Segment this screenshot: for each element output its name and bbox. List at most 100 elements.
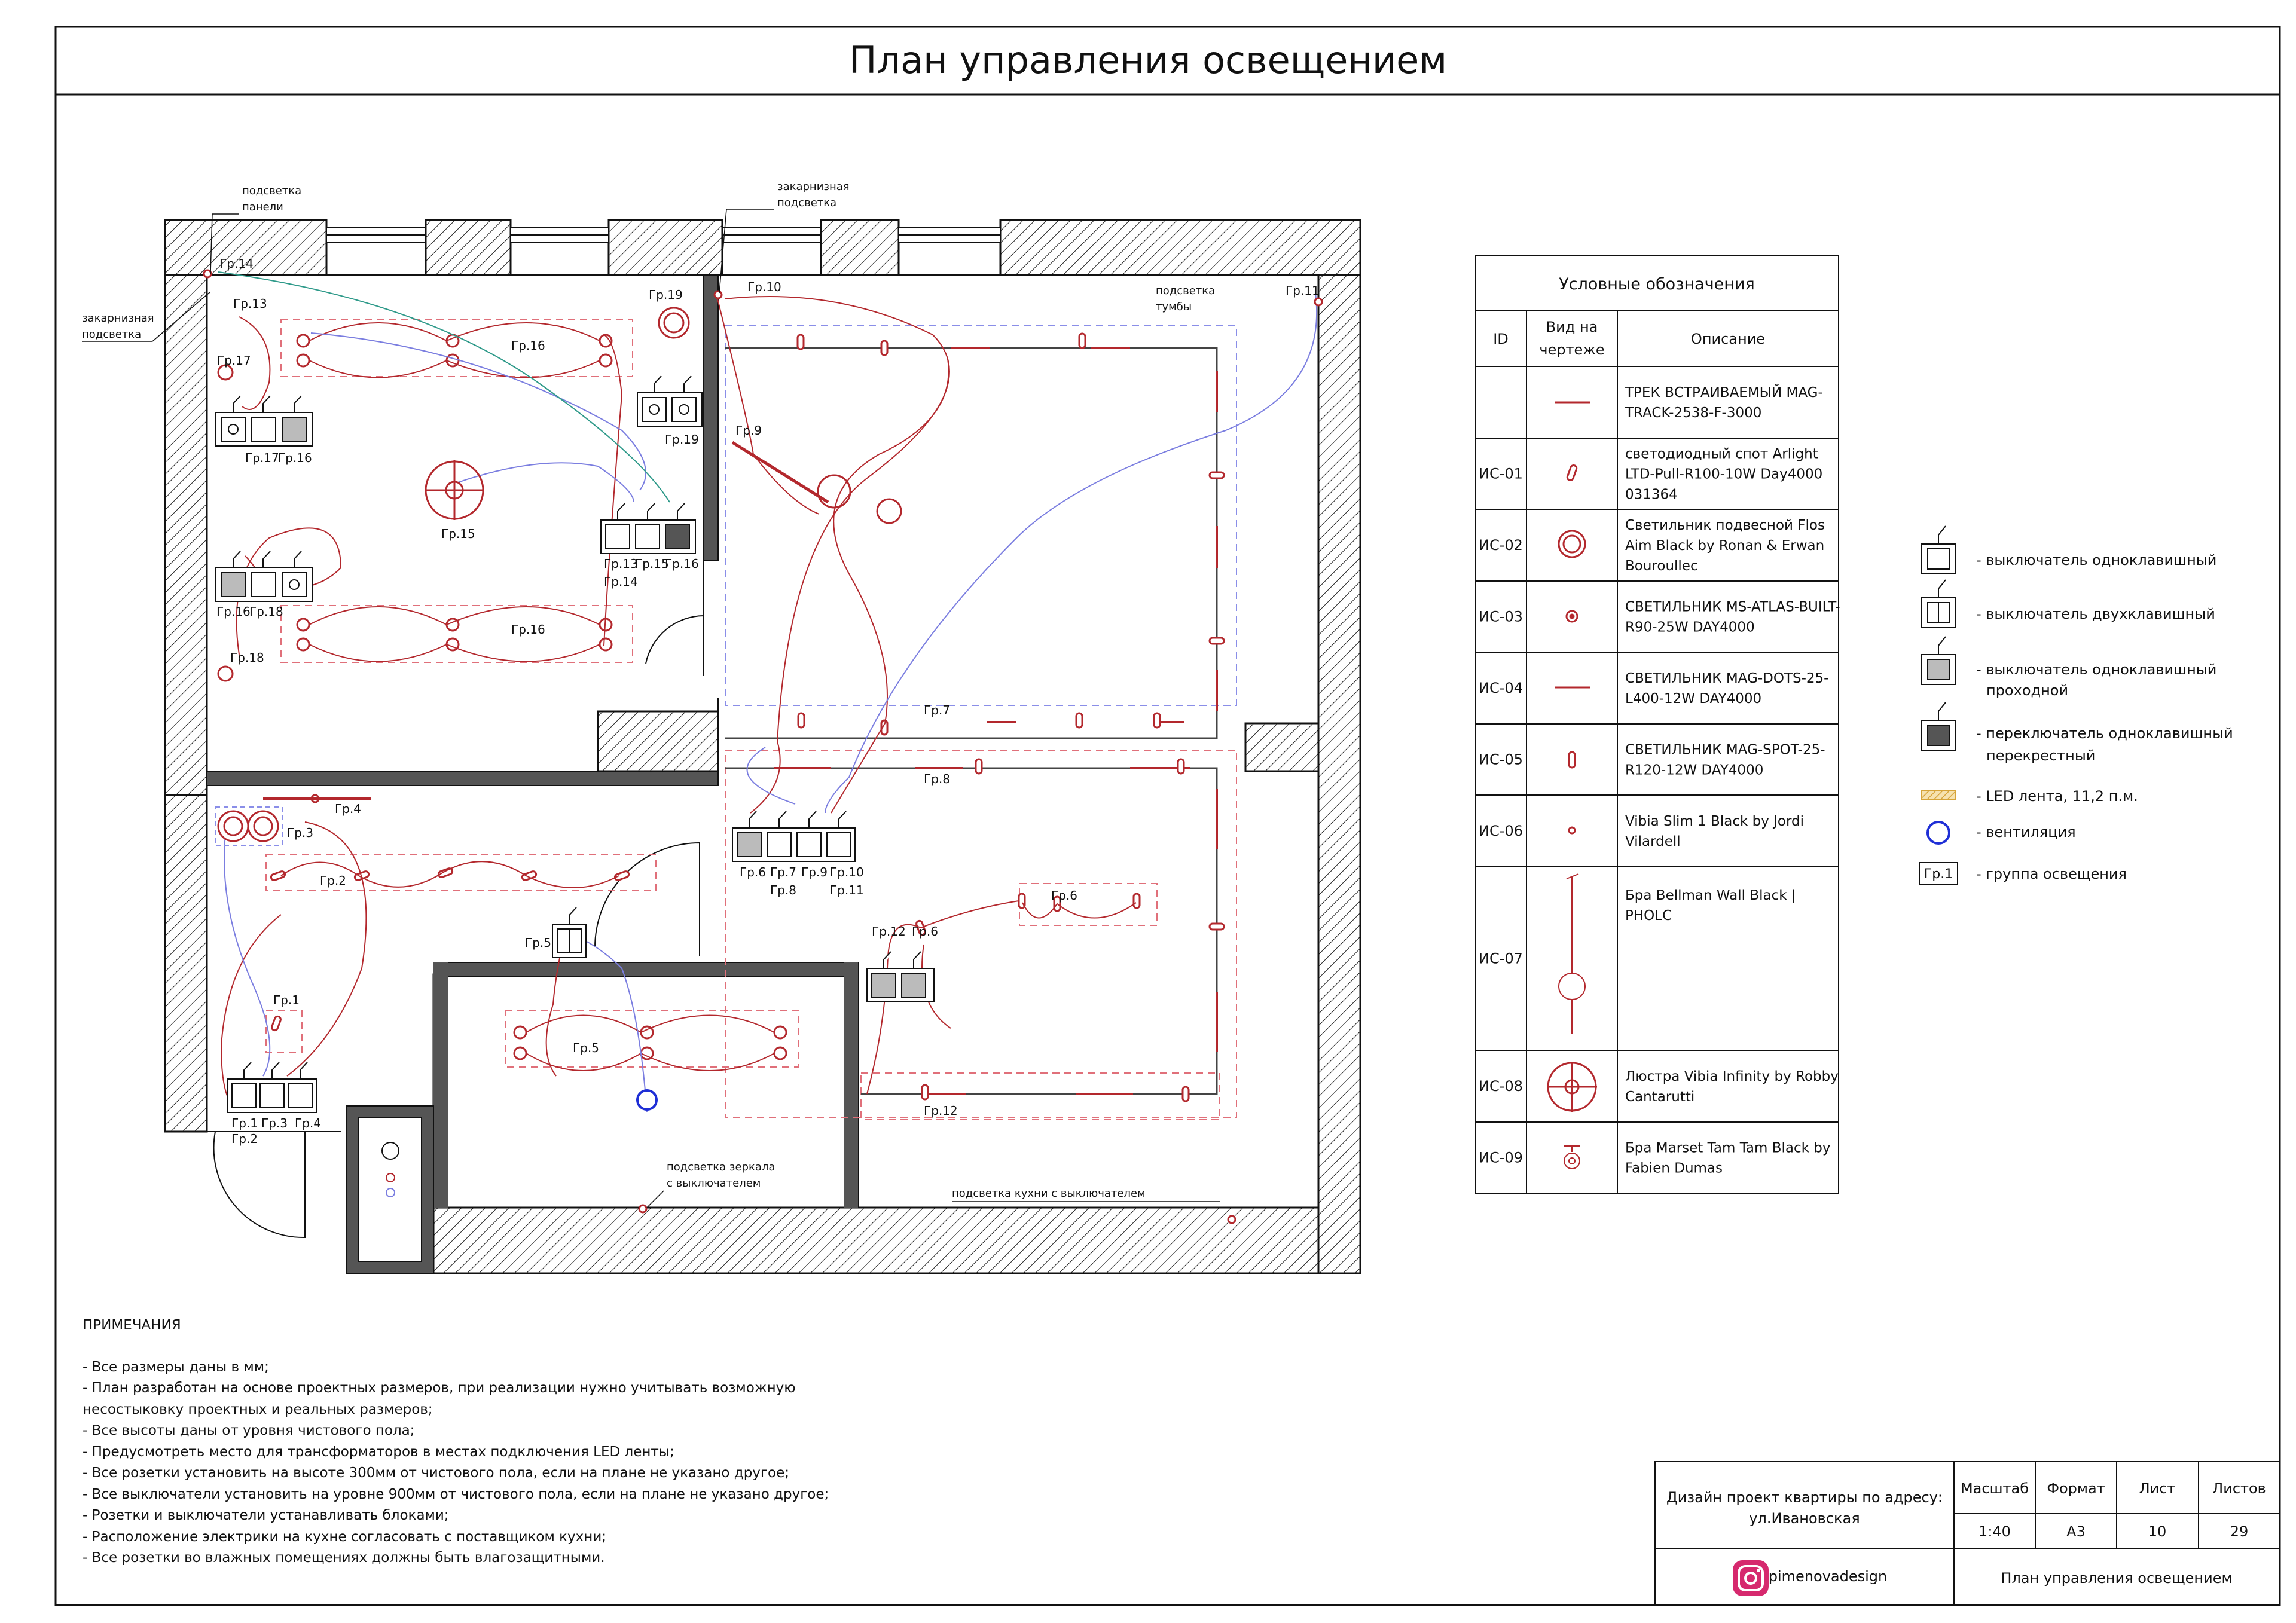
legend-col-id: ID: [1493, 331, 1509, 347]
wall-lower-left: [164, 794, 208, 1133]
legend-row-desc: СВЕТИЛЬНИК MS-ATLAS-BUILT-: [1625, 600, 1840, 615]
switch-block-bath[interactable]: [552, 924, 587, 958]
wall-bottom: [432, 1206, 1361, 1274]
callout-cornice-left-line-2: [152, 291, 211, 342]
callouts: подсветка панели закарнизная подсветка з…: [82, 181, 1220, 1208]
wall-right: [1317, 219, 1361, 1274]
legend-col-view-2: чертеже: [1539, 341, 1604, 358]
partition-bath-right: [844, 962, 858, 1208]
stamp-instagram: @pimenovadesign: [1754, 1568, 1887, 1585]
stamp-text: Дизайн проект квартиры по адресу: ул.Ива…: [1666, 1480, 2266, 1587]
label-g1: Гр.1: [273, 993, 300, 1007]
label-g5: Гр.5: [525, 936, 551, 950]
label-g1-b: Гр.1: [231, 1116, 258, 1130]
note-line: - Розетки и выключатели устанавливать бл…: [83, 1508, 449, 1523]
label-g4-b: Гр.4: [295, 1116, 321, 1130]
label-g14-b: Гр.14: [604, 574, 638, 589]
legend-row-id: ИС-03: [1479, 609, 1523, 625]
symbol-switch-pass: [1921, 636, 1956, 685]
switch-block-bedroom-mid[interactable]: [215, 567, 313, 602]
label-g17-b: Гр.17: [245, 451, 279, 465]
label-g16: Гр.16: [511, 338, 545, 353]
shaft-dot-blue: [386, 1188, 395, 1197]
wall-top-3: [607, 219, 723, 276]
stamp-header-format: Формат: [2047, 1480, 2105, 1497]
notes-heading: ПРИМЕЧАНИЯ: [83, 1318, 181, 1333]
switch-block-living[interactable]: [732, 827, 856, 862]
switch-block-bed-right[interactable]: [637, 392, 703, 427]
door-bedroom: [645, 561, 704, 676]
symbol-text-5: - LED лента, 11,2 п.м.: [1976, 788, 2138, 805]
label-g11: Гр.11: [1286, 283, 1320, 298]
stamp-value-sheet: 10: [2148, 1523, 2167, 1540]
legend-row-desc: СВЕТИЛЬНИК MAG-DOTS-25-: [1625, 671, 1828, 686]
legend-row-desc: Fabien Dumas: [1625, 1161, 1723, 1176]
label-g14: Гр.14: [219, 256, 254, 271]
stamp-header-scale: Масштаб: [1961, 1480, 2029, 1497]
symbol-text-4a: - переключатель одноклавишный: [1976, 725, 2233, 742]
partition-bedroom-right: [703, 274, 719, 561]
partition-bath-left: [433, 962, 448, 1208]
switch-block-bed-door[interactable]: [600, 519, 696, 554]
legend-row-id: ИС-09: [1479, 1150, 1523, 1166]
legend-icon-tamtam: [1564, 1145, 1580, 1169]
symbol-text-2: - выключатель двухклавишный: [1976, 606, 2215, 622]
note-line: - Все высоты даны от уровня чистового по…: [83, 1423, 415, 1438]
legend-table-text: Условные обозначения ID Вид на чертеже О…: [1493, 275, 1765, 358]
partition-closet: [597, 710, 719, 772]
chandelier: [425, 460, 484, 520]
label-g13-b: Гр.13: [604, 557, 638, 571]
label-g13: Гр.13: [233, 297, 267, 311]
stamp-header-sheet: Лист: [2139, 1480, 2176, 1497]
symbol-switch-cross: [1921, 702, 1956, 751]
label-g2-b: Гр.2: [231, 1132, 258, 1146]
legend-col-view-1: Вид на: [1546, 319, 1598, 335]
legend-row-desc: PHOLC: [1625, 908, 1672, 924]
label-g6-c: Гр.6: [912, 924, 938, 939]
callout-panel-1: подсветка: [242, 185, 301, 197]
label-g7-b: Гр.7: [770, 865, 796, 879]
callout-cornice-left-1: закарнизная: [82, 312, 154, 325]
legend-row-id: ИС-01: [1479, 466, 1523, 482]
callout-cabinet-1: подсветка: [1156, 285, 1215, 297]
legend-icon-slim: [1568, 826, 1576, 835]
callout-kitchen: подсветка кухни с выключателем: [952, 1187, 1146, 1200]
windows: [326, 227, 1001, 243]
symbol-text-6: - вентиляция: [1976, 824, 2076, 840]
label-g16-e: Гр.16: [665, 557, 699, 571]
wall-sconces: [203, 269, 1323, 1224]
label-g17: Гр.17: [217, 353, 251, 368]
door-hall-arc: [594, 842, 700, 956]
legend-row-desc: Aim Black by Ronan & Erwan: [1625, 538, 1824, 554]
legend-row-desc: Светильник подвесной Flos: [1625, 518, 1825, 533]
callout-panel-2: панели: [242, 201, 283, 213]
label-g12-b: Гр.12: [924, 1104, 958, 1118]
switch-block-entrance[interactable]: [227, 1078, 317, 1113]
callout-panel-line-2: [210, 213, 213, 274]
wire-teal: [218, 271, 670, 503]
label-g19-b: Гр.19: [665, 432, 699, 447]
label-g12: Гр.12: [872, 924, 906, 939]
label-g8-b: Гр.8: [770, 883, 796, 897]
callout-cornice-top-2: подсветка: [777, 197, 836, 209]
switch-block-bedroom-top[interactable]: [215, 412, 313, 447]
legend-row-desc: светодиодный спот Arlight: [1625, 447, 1818, 462]
symbol-legend: Гр.1 - выключатель одноклавишный - выклю…: [1919, 525, 2233, 885]
symbol-vent: [1926, 821, 1950, 845]
label-g2: Гр.2: [320, 873, 346, 888]
label-g16-c: Гр.16: [511, 622, 545, 637]
wires-blue: [224, 292, 1318, 1112]
note-line: - Расположение электрики на кухне соглас…: [83, 1529, 607, 1545]
notes-block: ПРИМЕЧАНИЯ - Все размеры даны в мм; - Пл…: [83, 1315, 860, 1569]
stamp-project-1: Дизайн проект квартиры по адресу:: [1666, 1489, 1943, 1506]
switch-block-kitchen[interactable]: [866, 968, 935, 1002]
light-zones: [265, 319, 1237, 1120]
legend-icon-spot: [1566, 464, 1578, 482]
stamp-value-scale: 1:40: [1979, 1523, 2011, 1540]
stamp-project-2: ул.Ивановская: [1749, 1510, 1860, 1527]
legend-row-desc: Бра Marset Tam Tam Black by: [1625, 1141, 1831, 1156]
label-g8: Гр.8: [924, 772, 950, 786]
stamp-value-sheets: 29: [2230, 1523, 2249, 1540]
label-g18-b: Гр.18: [249, 604, 283, 619]
pendant-lamp-head: [817, 474, 851, 509]
